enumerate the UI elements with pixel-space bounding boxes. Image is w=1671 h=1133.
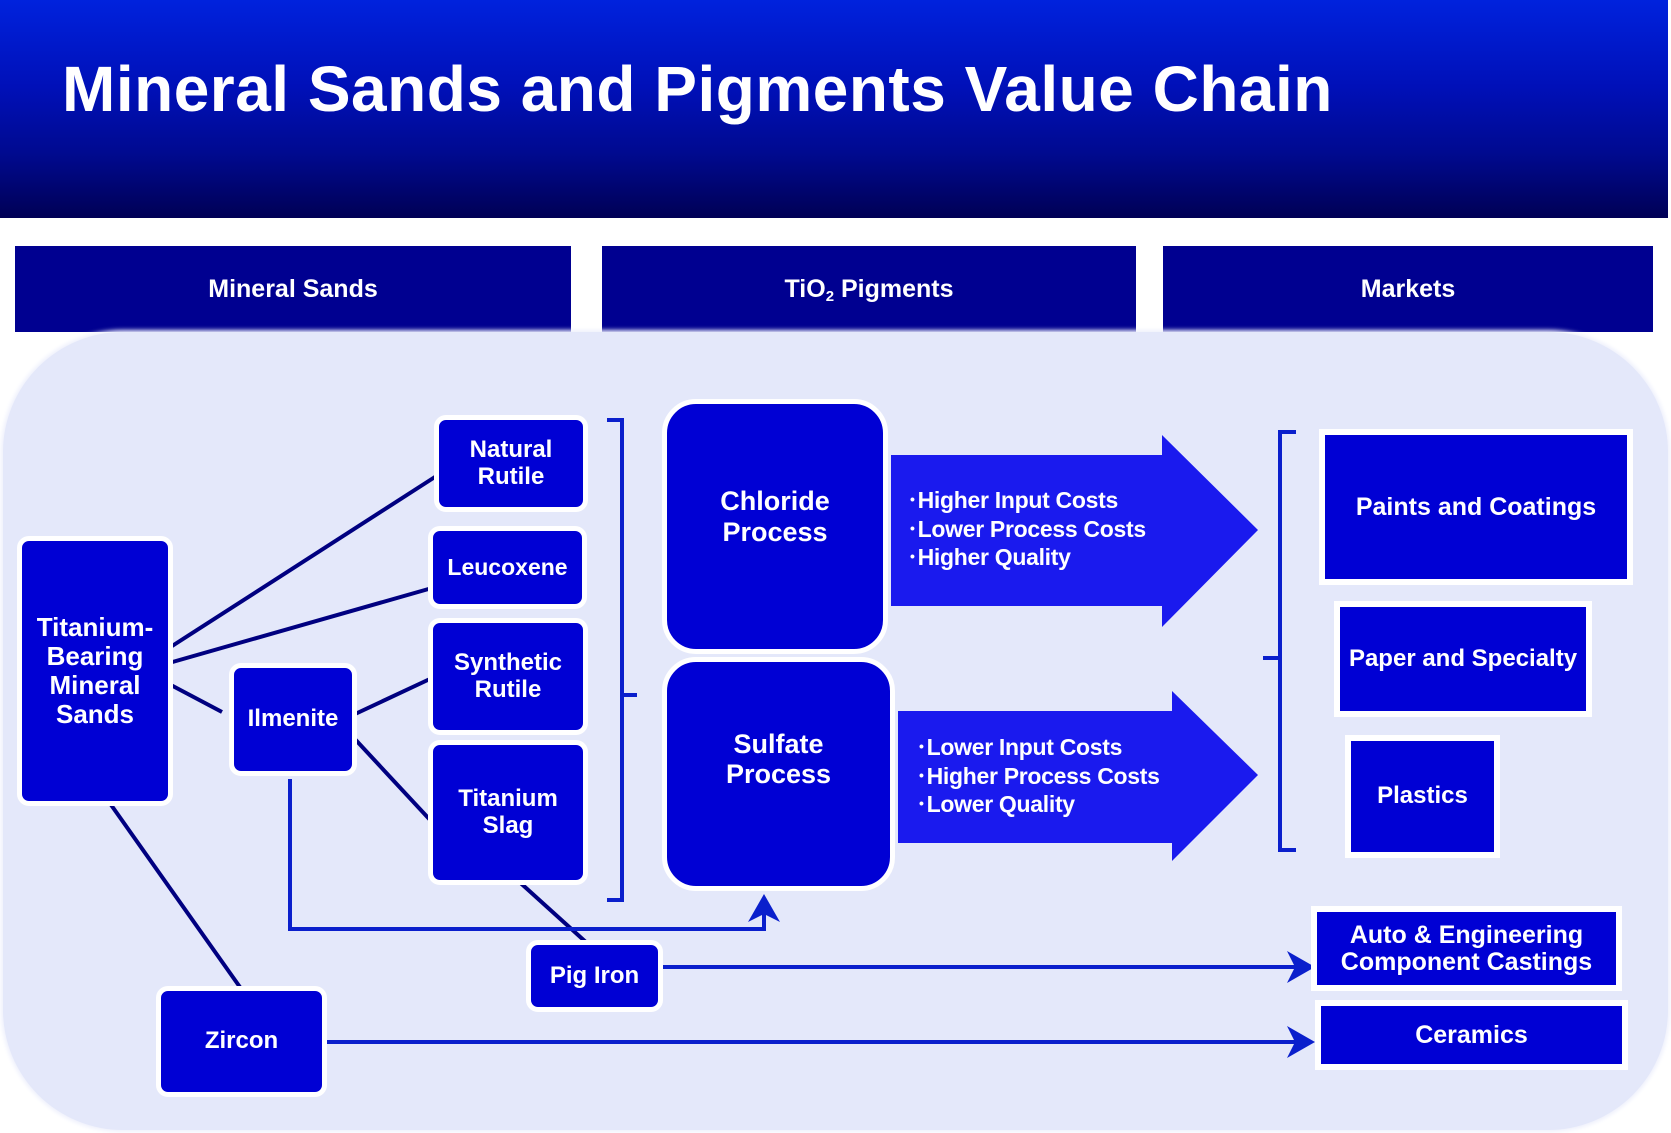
node-chloride-process[interactable]: Chloride Process xyxy=(662,399,888,654)
node-ilmenite[interactable]: Ilmenite xyxy=(229,663,357,776)
page-title: Mineral Sands and Pigments Value Chain xyxy=(62,53,1333,125)
title-banner: Mineral Sands and Pigments Value Chain xyxy=(0,0,1668,218)
chloride-attribute: Higher Input Costs xyxy=(910,486,1146,515)
node-label: Paints and Coatings xyxy=(1355,493,1597,521)
node-label: Titanium Slag xyxy=(458,784,558,839)
node-titanium-slag[interactable]: Titanium Slag xyxy=(428,740,588,885)
sulfate-attributes: Lower Input Costs Higher Process Costs L… xyxy=(919,733,1160,819)
node-label: Auto & Engineering Component Castings xyxy=(1340,921,1593,976)
node-label: Chloride Process xyxy=(720,486,830,547)
node-label: Ceramics xyxy=(1415,1021,1528,1049)
node-paper-and-specialty[interactable]: Paper and Specialty xyxy=(1334,601,1592,717)
column-header-label: Markets xyxy=(1360,274,1456,303)
sulfate-attribute: Lower Input Costs xyxy=(919,733,1160,762)
feedstock-bracket xyxy=(607,418,637,902)
node-zircon[interactable]: Zircon xyxy=(156,986,327,1097)
node-label: Pig Iron xyxy=(549,961,640,989)
node-label: Leucoxene xyxy=(447,553,568,580)
subscript-2: 2 xyxy=(825,287,835,305)
connector-ilmenite-sulfate xyxy=(288,779,780,931)
chloride-attribute: Lower Process Costs xyxy=(910,515,1147,544)
node-titanium-bearing-mineral-sands[interactable]: Titanium- Bearing Mineral Sands xyxy=(17,536,173,806)
column-header-tio2-pigments: TiO2 Pigments xyxy=(602,246,1136,332)
connector-ilmenite-titanium-slag xyxy=(351,735,434,824)
tio-text: TiO xyxy=(784,274,826,303)
chloride-attribute: Higher Quality xyxy=(910,543,1146,572)
column-header-label: TiO2 Pigments xyxy=(784,275,953,304)
connector-slag-pig-iron xyxy=(513,876,590,946)
node-label: Zircon xyxy=(204,1027,279,1055)
node-label: Paper and Specialty xyxy=(1348,644,1578,672)
pigments-text: Pigments xyxy=(834,274,954,303)
connector-tbms-leucoxene xyxy=(168,586,433,665)
markets-bracket xyxy=(1263,430,1296,852)
connector-ilmenite-synthetic-rutile xyxy=(352,676,433,717)
node-natural-rutile[interactable]: Natural Rutile xyxy=(434,415,588,512)
node-label: Sulfate Process xyxy=(725,728,832,789)
column-header-mineral-sands: Mineral Sands xyxy=(15,246,571,332)
node-ceramics[interactable]: Ceramics xyxy=(1315,1000,1628,1070)
chloride-attributes: Higher Input Costs Lower Process Costs H… xyxy=(910,486,1147,572)
node-label: Synthetic Rutile xyxy=(453,648,563,703)
column-header-label: Mineral Sands xyxy=(208,274,378,303)
node-sulfate-process[interactable]: Sulfate Process xyxy=(662,657,895,891)
node-leucoxene[interactable]: Leucoxene xyxy=(428,526,587,609)
node-paints-and-coatings[interactable]: Paints and Coatings xyxy=(1319,429,1633,585)
node-synthetic-rutile[interactable]: Synthetic Rutile xyxy=(428,618,588,735)
node-label: Ilmenite xyxy=(247,705,339,733)
connector-tbms-zircon xyxy=(95,783,244,992)
column-header-markets: Markets xyxy=(1163,246,1653,332)
sulfate-attribute: Lower Quality xyxy=(919,790,1160,819)
connector-tbms-ilmenite xyxy=(168,682,223,714)
node-auto-engineering-castings[interactable]: Auto & Engineering Component Castings xyxy=(1311,906,1622,991)
connector-tbms-natural-rutile xyxy=(167,473,440,650)
node-plastics[interactable]: Plastics xyxy=(1345,735,1500,858)
node-label: Plastics xyxy=(1377,782,1468,810)
node-label: Titanium- Bearing Mineral Sands xyxy=(36,611,154,730)
node-pig-iron[interactable]: Pig Iron xyxy=(526,940,663,1012)
sulfate-attribute: Higher Process Costs xyxy=(919,762,1160,791)
node-label: Natural Rutile xyxy=(469,435,553,490)
